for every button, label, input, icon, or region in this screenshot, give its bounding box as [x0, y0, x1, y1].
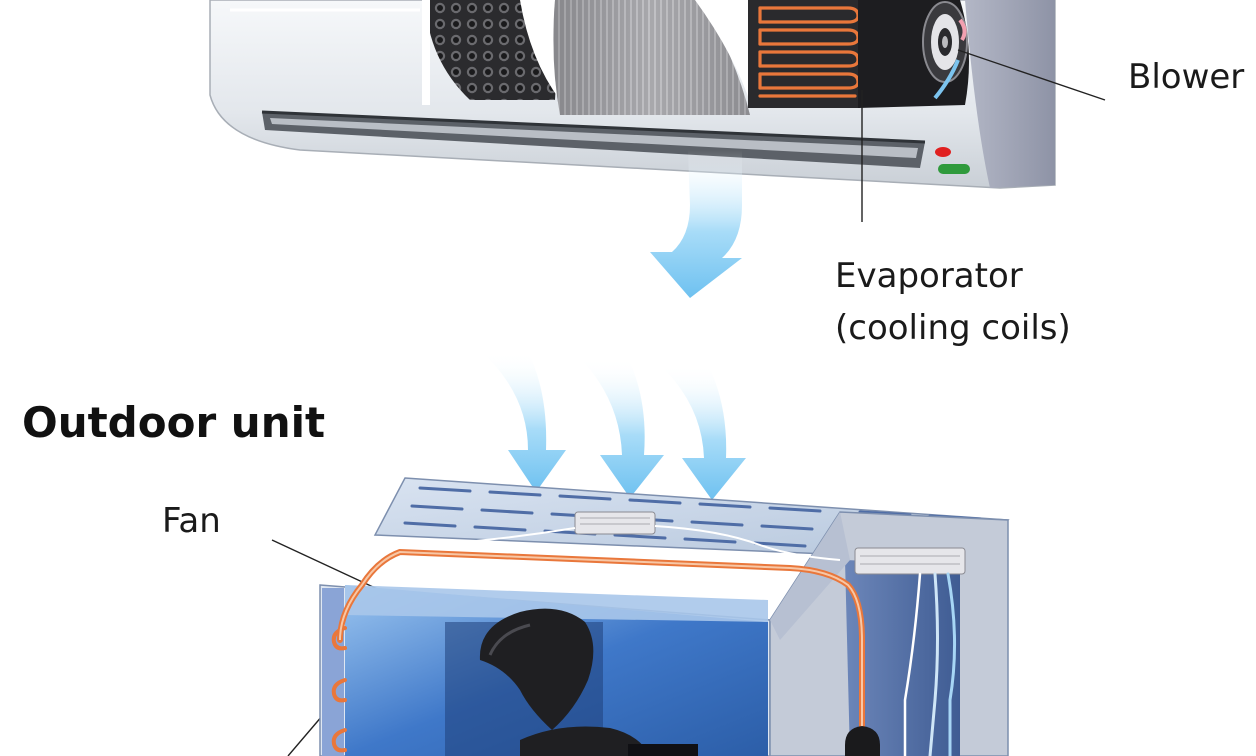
evaporator-label: Evaporator — [835, 256, 1023, 296]
power-indicator-green — [938, 164, 970, 174]
intake-airflow-arrows — [482, 352, 746, 500]
power-indicator-red — [935, 147, 951, 157]
intake-arrow-2 — [580, 358, 664, 498]
blower-label: Blower — [1128, 57, 1245, 97]
evaporator-box — [748, 0, 860, 108]
side-connector — [854, 547, 966, 575]
intake-arrow-3 — [660, 365, 746, 500]
blower-leader-line — [957, 49, 1106, 101]
cool-airflow-arrow — [650, 150, 742, 298]
compressor-inner — [845, 560, 960, 756]
compressor-wires — [903, 572, 957, 756]
fan-blade-upper — [479, 608, 594, 730]
top-connector — [574, 511, 656, 535]
indoor-side-panel — [965, 0, 1055, 188]
filter-white-curve — [520, 0, 560, 100]
blower-wheel — [922, 1, 968, 83]
outdoor-unit-title: Outdoor unit — [22, 398, 326, 447]
intake-arrow-1 — [482, 352, 566, 492]
compressor-body — [845, 726, 880, 756]
cool-air-arrow — [933, 59, 960, 100]
fan-blade-lower — [520, 726, 650, 756]
outdoor-unit — [319, 477, 1010, 756]
indoor-unit — [209, 0, 1056, 189]
warm-air-arrow — [958, 18, 967, 42]
fan-motor — [628, 744, 698, 756]
filter-gap — [422, 0, 430, 105]
evaporator-sublabel: (cooling coils) — [835, 308, 1071, 348]
fan-label: Fan — [162, 501, 221, 541]
connector-wire — [654, 525, 841, 561]
